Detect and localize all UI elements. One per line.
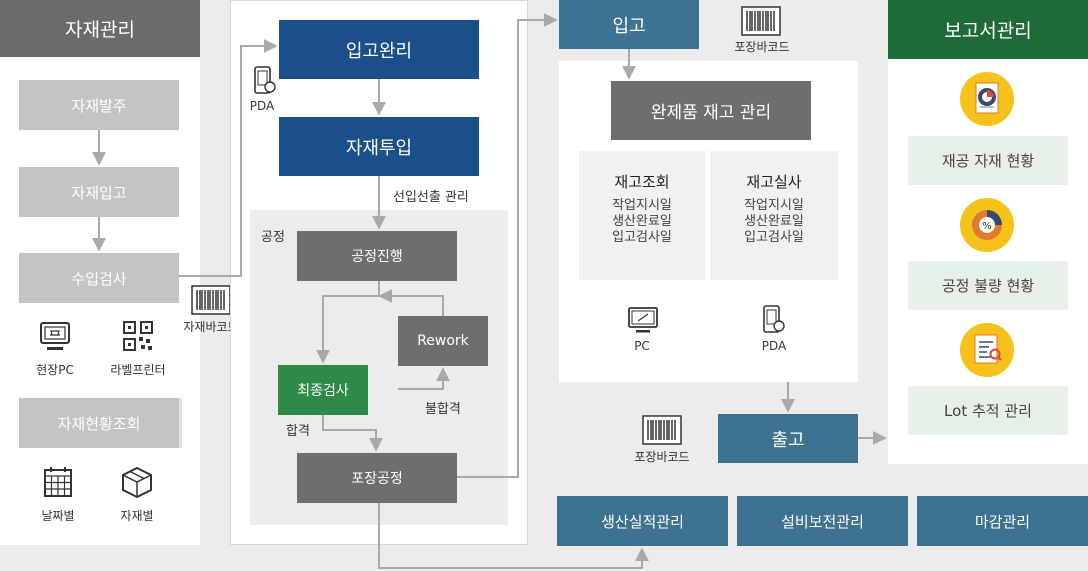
pda-device-icon xyxy=(763,305,785,335)
material-barcode-label: 자재바코드 xyxy=(183,320,239,334)
material-status-inquiry-box[interactable]: 자재현황조회 xyxy=(19,398,179,448)
packing-barcode-bottom-label: 포장바코드 xyxy=(634,450,690,464)
pass-label: 합격 xyxy=(286,424,310,439)
lot-tracking-box[interactable]: Lot 추적 관리 xyxy=(908,386,1068,435)
card-line: 생산완료일 xyxy=(612,214,672,229)
material-management-header: 자재관리 xyxy=(0,0,200,57)
card-line: 작업지시일 xyxy=(744,198,804,213)
material-input-box[interactable]: 자재투입 xyxy=(279,117,479,176)
by-material-label: 자재별 xyxy=(120,509,154,523)
card-line: 입고검사일 xyxy=(744,230,804,245)
arrow-rework-to-process xyxy=(378,289,444,316)
pc-monitor-icon xyxy=(627,306,659,334)
process-run-box[interactable]: 공정진행 xyxy=(297,231,457,281)
inventory-audit-card[interactable]: 재고실사 작업지시일 생산완료일 입고검사일 xyxy=(710,151,838,280)
fifo-label: 선입선출 관리 xyxy=(393,190,469,205)
report-management-header: 보고서관리 xyxy=(888,0,1088,59)
pda-label: PDA xyxy=(249,99,275,113)
qr-code-icon xyxy=(122,320,154,352)
svg-text:%: % xyxy=(982,221,992,232)
calendar-icon xyxy=(43,466,73,498)
document-search-icon xyxy=(960,323,1014,377)
card-line: 작업지시일 xyxy=(612,198,672,213)
arrow-process-to-final xyxy=(316,281,380,364)
card-line: 입고검사일 xyxy=(612,230,672,245)
wip-material-status-box[interactable]: 재공 자재 현황 xyxy=(908,136,1068,185)
closing-management-button[interactable]: 마감관리 xyxy=(917,496,1088,546)
process-area-label: 공정 xyxy=(261,230,285,245)
receiving-complete-box[interactable]: 입고완리 xyxy=(279,20,479,79)
packing-process-box[interactable]: 포장공정 xyxy=(297,453,457,503)
arrow-packing-to-receive xyxy=(457,13,558,478)
inquiry-box-shadow xyxy=(179,398,182,448)
incoming-inspection-box[interactable]: 수입검사 xyxy=(19,253,179,303)
inventory-inquiry-title: 재고조회 xyxy=(614,173,670,191)
receive-header-box[interactable]: 입고 xyxy=(559,0,699,49)
packing-barcode-bottom-icon xyxy=(642,415,682,445)
material-order-box[interactable]: 자재발주 xyxy=(19,80,179,130)
by-date-label: 날짜별 xyxy=(41,509,75,523)
document-chart-icon xyxy=(960,72,1014,126)
field-pc-label: 현장PC xyxy=(36,363,74,377)
label-printer-label: 라벨프린터 xyxy=(110,363,166,377)
percent-pie-icon: % xyxy=(960,198,1014,252)
inventory-inquiry-card[interactable]: 재고조회 작업지시일 생산완료일 입고검사일 xyxy=(579,151,705,280)
packing-barcode-top-icon xyxy=(741,6,781,36)
inventory-audit-title: 재고실사 xyxy=(746,173,802,191)
ship-box[interactable]: 출고 xyxy=(718,414,858,463)
arrow-inspection-to-receive-done xyxy=(179,39,278,277)
final-inspection-box[interactable]: 최종검사 xyxy=(278,365,368,415)
pc-label: PC xyxy=(634,339,650,353)
packing-barcode-top-label: 포장바코드 xyxy=(734,40,790,54)
production-performance-button[interactable]: 생산실적관리 xyxy=(557,496,728,546)
card-line: 생산완료일 xyxy=(744,214,804,229)
pda-device-label: PDA xyxy=(761,339,787,353)
field-pc-icon xyxy=(38,320,72,354)
arrow-final-to-rework xyxy=(398,367,450,390)
arrow-packing-to-performance xyxy=(378,503,649,569)
arrow-final-to-packing xyxy=(322,415,383,452)
equipment-maintenance-button[interactable]: 설비보전관리 xyxy=(737,496,908,546)
rework-box[interactable]: Rework xyxy=(398,316,488,366)
finished-goods-inventory-box[interactable]: 완제품 재고 관리 xyxy=(611,81,811,140)
material-receiving-box[interactable]: 자재입고 xyxy=(19,167,179,217)
process-defect-status-box[interactable]: 공정 불량 현황 xyxy=(908,261,1068,310)
pda-icon xyxy=(254,66,276,96)
fail-label: 불합격 xyxy=(425,402,461,417)
package-box-icon xyxy=(121,466,153,499)
